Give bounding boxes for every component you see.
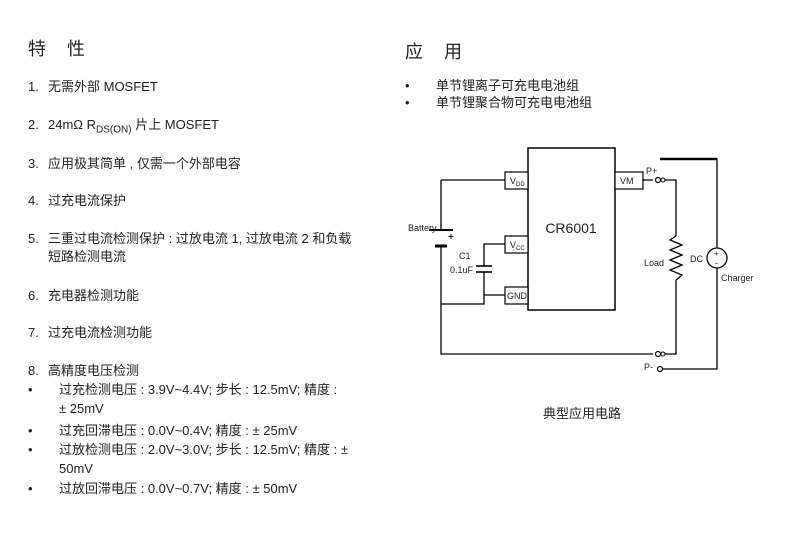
load-label: Load [644, 258, 664, 268]
feature-text-line2: 短路检测电流 [48, 249, 127, 264]
features-heading: 特 性 [28, 39, 94, 59]
subitem-line2: 50mV [59, 461, 93, 476]
terminal-p-minus [654, 350, 662, 358]
bullet: • [405, 95, 410, 110]
feature-item-7: 7. 过充电流检测功能 [28, 324, 152, 342]
feature-number: 1. [28, 79, 39, 94]
feature-number: 5. [28, 231, 39, 246]
subitem-line1: 过充回滞电压 : 0.0V~0.4V; 精度 : ± 25mV [59, 423, 298, 438]
feature-number: 6. [28, 288, 39, 303]
pin-vcc-main: V [510, 240, 516, 250]
charger-label: Charger [721, 273, 754, 283]
feature-item-3: 3. 应用极其简单 , 仅需一个外部电容 [28, 155, 241, 173]
application-text: 单节锂离子可充电电池组 [436, 78, 580, 93]
subitem-line2: ± 25mV [59, 401, 104, 416]
terminal-charger-bottom [656, 365, 664, 373]
applications-heading: 应 用 [405, 42, 471, 62]
feature-text-post: 片上 MOSFET [131, 117, 219, 132]
feature-text: 高精度电压检测 [48, 363, 140, 378]
pin-vcc [504, 235, 529, 254]
feature-text-pre: 24mΩ R [48, 117, 97, 132]
terminal-p-plus [654, 176, 662, 184]
feature-item-8: 8. 高精度电压检测 [28, 362, 139, 380]
bullet: • [28, 382, 33, 397]
feature-text: 过充电流检测功能 [48, 325, 153, 340]
feature-number: 3. [28, 156, 39, 171]
pin-vdd-main: V [510, 176, 516, 186]
feature-text: 充电器检测功能 [48, 288, 140, 303]
wire-left-bus [440, 246, 653, 355]
feature-number: 4. [28, 193, 39, 208]
feature-item-2: 2. 24mΩ RDS(ON) 片上 MOSFET [28, 116, 219, 140]
dc-label: DC [690, 254, 703, 264]
pin-vcc-sub: CC [516, 246, 525, 252]
feature-text: 三重过电流检测保护 : 过放电流 1, 过放电流 2 和负载 [48, 231, 352, 246]
battery-label: Battery [408, 223, 437, 233]
battery-plus-label: + [448, 232, 454, 243]
feature-item-6: 6. 充电器检测功能 [28, 287, 139, 305]
application-text: 单节锂聚合物可充电电池组 [436, 95, 593, 110]
dc-plus-label: + [714, 249, 719, 258]
pin-vdd-label: VDD [510, 176, 525, 188]
feature-number: 7. [28, 325, 39, 340]
feature-item-1: 1. 无需外部 MOSFET [28, 78, 158, 96]
wire-bus-gnd [441, 295, 485, 305]
feature-number: 2. [28, 117, 39, 132]
terminal-p-plus-right [660, 177, 666, 183]
chip-label: CR6001 [545, 220, 597, 236]
p-plus-label: P+ [646, 166, 657, 176]
feature-item-4: 4. 过充电流保护 [28, 192, 126, 210]
pin-gnd-label: GND [507, 291, 528, 301]
capacitor-label: C1 [459, 251, 471, 261]
feature-text: 应用极其简单 , 仅需一个外部电容 [48, 156, 241, 171]
pin-vcc-label: VCC [510, 240, 525, 252]
subitem-line1: 过放回滞电压 : 0.0V~0.7V; 精度 : ± 50mV [59, 481, 298, 496]
pin-vdd [504, 171, 529, 190]
feature-text: 无需外部 MOSFET [48, 79, 158, 94]
feature-text: 过充电流保护 [48, 193, 127, 208]
bullet: • [28, 481, 33, 496]
subitem-line1: 过放检测电压 : 2.0V~3.0V; 步长 : 12.5mV; 精度 : ± [59, 442, 349, 457]
capacitor-value: 0.1uF [450, 265, 474, 275]
pin-vdd-sub: DD [516, 182, 525, 188]
wire-load [663, 179, 677, 355]
pin-vm [614, 171, 644, 190]
pin-gnd [504, 286, 529, 305]
feature-number: 8. [28, 363, 39, 378]
bullet: • [28, 423, 33, 438]
wire-vcc-cap [483, 243, 505, 266]
wire-cap-gnd [483, 272, 505, 296]
load-resistor [668, 235, 684, 281]
pin-vm-label: VM [620, 176, 634, 186]
subitem-line1: 过充检测电压 : 3.9V~4.4V; 步长 : 12.5mV; 精度 : [59, 382, 338, 397]
circuit-caption: 典型应用电路 [543, 406, 621, 421]
dc-source [706, 247, 728, 269]
wire-battery-vdd [440, 179, 505, 230]
bullet: • [405, 78, 410, 93]
p-minus-label: P- [644, 362, 653, 372]
dc-minus-label: - [715, 258, 718, 268]
terminal-p-minus-right [660, 351, 666, 357]
feature-item-5: 5. 三重过电流检测保护 : 过放电流 1, 过放电流 2 和负载 短路检测电流 [28, 230, 351, 266]
feature-text-subscript: DS(ON) [96, 124, 132, 136]
bullet: • [28, 442, 33, 457]
chip-body [527, 147, 616, 311]
